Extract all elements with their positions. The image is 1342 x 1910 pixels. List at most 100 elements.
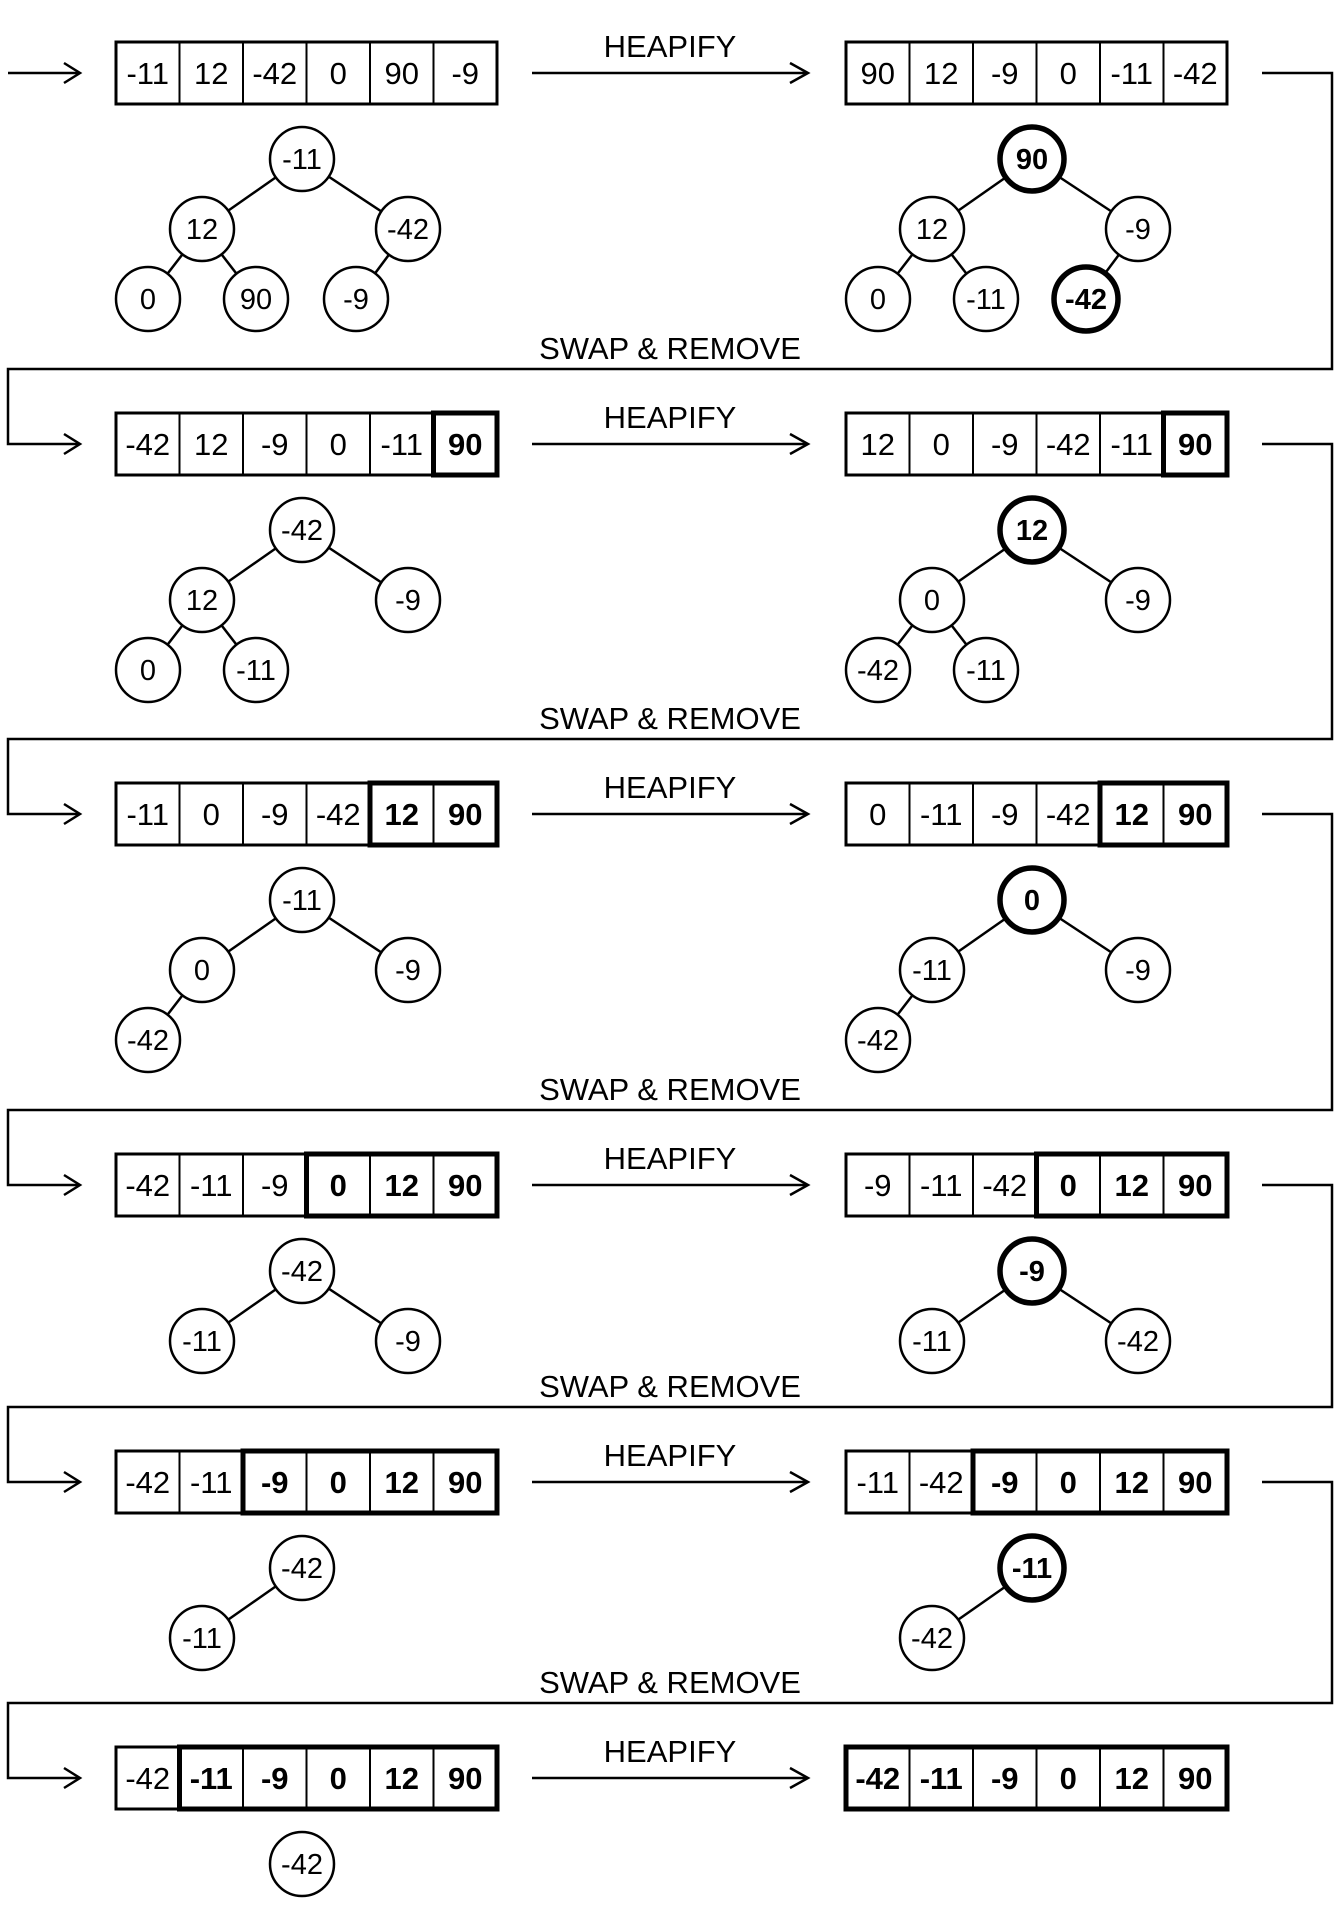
row2-after-tree-node-2 (1104, 936, 1172, 1004)
row3-before-cell-2: -9 (261, 1168, 289, 1203)
row0-after-tree-node-0 (997, 124, 1067, 194)
row1-before-tree-node-label-3: 0 (140, 655, 156, 687)
row2-after-tree-node-label-0: 0 (1024, 885, 1040, 917)
row3-after-tree: -9-11-42 (898, 1236, 1172, 1375)
row5-before-sorted-region (177, 1744, 500, 1812)
row5-after-cell-2: -9 (991, 1761, 1019, 1796)
row3-after-cell-1: -11 (920, 1168, 963, 1203)
row3-after-sorted-region (1034, 1151, 1230, 1219)
row5-before-cell-5: 90 (448, 1761, 482, 1796)
row2-before-cell-0: -11 (126, 797, 169, 832)
row0-after-tree-node-label-1: 12 (916, 214, 948, 246)
row5-before-tree-node-label-0: -42 (281, 1849, 323, 1881)
row0-before-tree-node-2 (374, 195, 442, 263)
heapify-label: HEAPIFY (604, 1141, 737, 1176)
row4-after-cell-4: 12 (1115, 1465, 1149, 1500)
row3-after-cell-2: -42 (982, 1168, 1027, 1203)
row2-before-tree-node-3 (114, 1006, 182, 1074)
row5-after-sorted-region (843, 1744, 1230, 1812)
row5-after-cell-0: -42 (855, 1761, 900, 1796)
row0-after-cell-5: -42 (1173, 56, 1218, 91)
row1-after-cell-4: -11 (1110, 427, 1153, 462)
row4-after-tree-node-label-0: -11 (1012, 1553, 1052, 1585)
row0-after-cell-2: -9 (991, 56, 1019, 91)
row5-before-cell-3: 0 (330, 1761, 347, 1796)
row2-before-tree: -110-9-42 (114, 866, 442, 1074)
row2-after-cell-3: -42 (1046, 797, 1091, 832)
row4-after-cell-5: 90 (1178, 1465, 1212, 1500)
row4-before-tree-node-label-0: -42 (281, 1553, 323, 1585)
row1-after-cell-1: 0 (933, 427, 950, 462)
row4-after-cell-3: 0 (1060, 1465, 1077, 1500)
heapify-arrow-1: HEAPIFY (532, 400, 811, 456)
row1-before-tree-node-label-1: 12 (186, 585, 218, 617)
row3-before-cell-0: -42 (125, 1168, 170, 1203)
row0-before-cell-3: 0 (330, 56, 347, 91)
row3-after-tree-node-label-2: -42 (1117, 1326, 1159, 1358)
row3-before-cell-1: -11 (190, 1168, 233, 1203)
heapify-label: HEAPIFY (604, 770, 737, 805)
row4-before-cell-1: -11 (190, 1465, 233, 1500)
row3-before-sorted-region (304, 1151, 500, 1219)
row1-after-tree-node-label-3: -42 (857, 655, 899, 687)
heapify-label: HEAPIFY (604, 1438, 737, 1473)
row0-after-tree-node-label-2: -9 (1125, 214, 1151, 246)
row3-before-tree-node-2 (374, 1307, 442, 1375)
row2-before-tree-node-label-0: -11 (282, 885, 322, 917)
row1-before-tree-node-2 (374, 566, 442, 634)
row3-before-cell-4: 12 (385, 1168, 419, 1203)
row1-after-cell-0: 12 (861, 427, 895, 462)
row0-after-cell-1: 12 (924, 56, 958, 91)
swap-remove-connector-4: SWAP & REMOVE (6, 1480, 1334, 1790)
row3-after-tree-node-2 (1104, 1307, 1172, 1375)
row2-after-tree-node-1 (898, 936, 966, 1004)
row2-before-cell-4: 12 (385, 797, 419, 832)
row4-after-cell-1: -42 (919, 1465, 964, 1500)
row4-after-tree-node-0 (997, 1533, 1067, 1603)
row1-after-cell-5: 90 (1178, 427, 1212, 462)
row5-after-cell-5: 90 (1178, 1761, 1212, 1796)
row0-before-cell-1: 12 (194, 56, 228, 91)
row4-before-cell-3: 0 (330, 1465, 347, 1500)
row3-after-tree-node-label-0: -9 (1019, 1256, 1045, 1288)
swap-remove-connector-1: SWAP & REMOVE (6, 442, 1334, 826)
row3-after-cell-5: 90 (1178, 1168, 1212, 1203)
row1-after-cell-2: -9 (991, 427, 1019, 462)
row1-after-tree-node-label-2: -9 (1125, 585, 1151, 617)
row0-before-tree-node-4 (222, 265, 290, 333)
row0-before-tree-node-label-2: -42 (387, 214, 429, 246)
row0-before-tree-node-label-1: 12 (186, 214, 218, 246)
row2-before-tree-node-0 (268, 866, 336, 934)
row1-before-cell-1: 12 (194, 427, 228, 462)
row3-after-cell-4: 12 (1115, 1168, 1149, 1203)
swap-remove-connector-2: SWAP & REMOVE (6, 812, 1334, 1197)
row5-before-cell-4: 12 (385, 1761, 419, 1796)
row1-before-cell-5: 90 (448, 427, 482, 462)
row5-after-cell-3: 0 (1060, 1761, 1077, 1796)
row1-before-tree-node-label-4: -11 (236, 655, 276, 687)
row1-after-tree-node-label-4: -11 (966, 655, 1006, 687)
row3-before-tree-node-1 (168, 1307, 236, 1375)
row0-after-tree-node-label-0: 90 (1016, 144, 1048, 176)
row0-after-tree-node-label-5: -42 (1065, 284, 1107, 316)
swap-remove-label: SWAP & REMOVE (539, 1369, 801, 1404)
row2-after-tree-node-3 (844, 1006, 912, 1074)
row1-after-cell-3: -42 (1046, 427, 1091, 462)
row0-after-cell-3: 0 (1060, 56, 1077, 91)
swap-remove-label: SWAP & REMOVE (539, 331, 801, 366)
row1-before-tree-node-label-0: -42 (281, 515, 323, 547)
row0-before-cell-0: -11 (126, 56, 169, 91)
row2-after-tree-node-label-1: -11 (912, 955, 952, 987)
row2-after-cell-2: -9 (991, 797, 1019, 832)
row4-before-cell-4: 12 (385, 1465, 419, 1500)
row1-after-tree-node-label-0: 12 (1016, 515, 1048, 547)
row0-before-cell-4: 90 (385, 56, 419, 91)
row5-before-cell-0: -42 (125, 1761, 170, 1796)
row2-before-tree-node-label-2: -9 (395, 955, 421, 987)
row2-before-tree-node-label-1: 0 (194, 955, 210, 987)
row4-after-cell-0: -11 (856, 1465, 899, 1500)
row0-after-tree-node-5 (1051, 264, 1121, 334)
